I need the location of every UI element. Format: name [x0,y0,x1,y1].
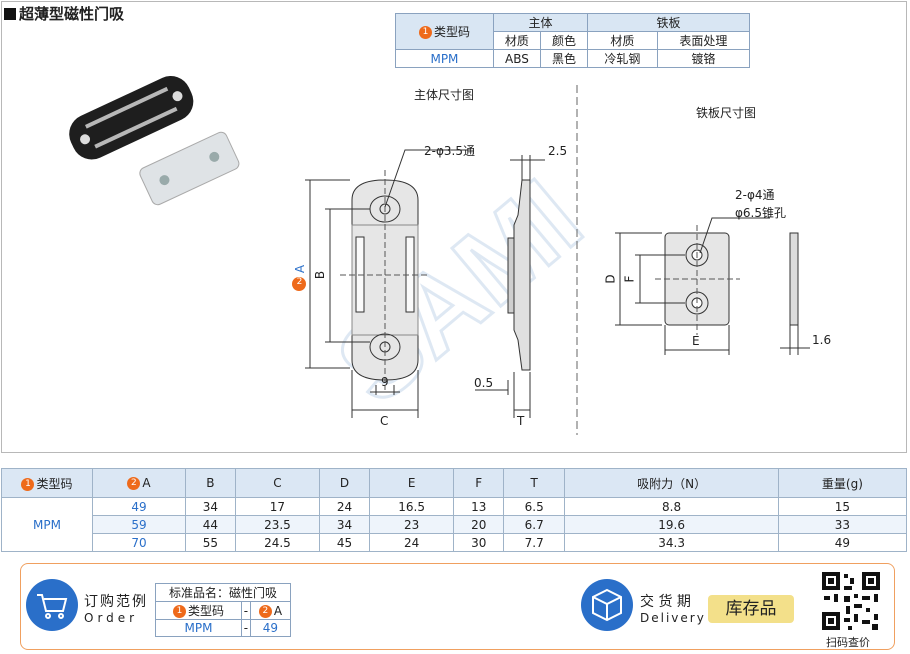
spec-cell: ABS [492,49,541,68]
delivery-title-en: Delivery [640,611,706,625]
dim-1-6-label: 1.6 [812,333,832,347]
order-dash: - [241,619,251,637]
order-dash: - [241,601,251,620]
table-cell: 34 [185,497,236,516]
table-cell: 23 [368,515,455,534]
table-cell: 6.7 [503,515,566,534]
main-hole-label: 2-φ3.5通 [424,144,475,158]
dim-e-label: E [692,334,700,348]
title-square-icon [4,7,16,20]
table-cell: 23.5 [234,515,321,534]
dim-d-label: D [603,274,618,284]
dim-2-5-label: 2.5 [548,144,568,158]
table-cell: 59 [92,515,186,534]
table-cell: 6.5 [503,497,566,516]
spec-cell: 冷轧钢 [587,49,658,68]
table-cell: 19.6 [564,515,779,534]
table-cell: 8.8 [564,497,779,516]
dim-header: B [185,468,236,498]
table-cell: 24 [319,497,370,516]
dim-b-label: B [313,270,328,280]
dim-header: T [503,468,566,498]
dim-t-label: T [517,414,525,428]
table-cell: 24.5 [234,533,321,552]
table-cell: 30 [453,533,505,552]
table-cell: 33 [777,515,908,534]
spec-group-iron: 铁板 [587,13,750,32]
spec-cell: 镀铬 [656,49,751,68]
plate-hole-label-1: 2-φ4通 [735,188,775,202]
table-cell: 70 [92,533,186,552]
order-section [20,563,895,650]
table-cell: 16.5 [368,497,455,516]
table-cell: 45 [319,533,370,552]
spec-code: MPM [395,49,494,68]
in-stock-badge[interactable]: 库存品 [708,595,794,623]
iron-plate-drawing-title: 铁板尺寸图 [696,106,757,120]
drawing-num2-badge: 2 [296,277,303,287]
dim-header: 重量(g) [777,468,908,498]
plate-hole-label-2: φ6.5锥孔 [735,206,787,220]
dim-header: C [234,468,321,498]
dim-f-label: F [622,275,637,283]
product-photo [69,75,240,206]
cart-icon [26,579,78,631]
table-cell: 15 [777,497,908,516]
dim-header: D [319,468,370,498]
dim-a-label: A [293,264,308,274]
dim-9-label: 9 [381,375,389,389]
table-cell: 17 [234,497,321,516]
table-cell: 34 [319,515,370,534]
table-cell: 24 [368,533,455,552]
table-cell: 34.3 [564,533,779,552]
table-cell: 44 [185,515,236,534]
main-body-drawing-title: 主体尺寸图 [414,88,475,102]
order-std-name: 标准品名：磁性门吸 [155,583,291,602]
order-title-en: Order [84,611,139,625]
qr-code-label: 扫码查价 [826,636,870,649]
technical-drawing [292,85,810,435]
page-title: 超薄型磁性门吸 [4,3,124,24]
qr-code-icon[interactable] [820,570,882,632]
order-value: 49 [249,619,292,637]
delivery-title-cn: 交 货 期 [640,594,691,610]
dim-0-5-label: 0.5 [474,376,494,390]
dim-header: E [368,468,455,498]
table-cell: 55 [185,533,236,552]
table-cell: 7.7 [503,533,566,552]
order-code: MPM [154,619,243,637]
spec-cell: 黑色 [539,49,589,68]
order-title-cn: 订购范例 [84,594,148,610]
dim-c-label: C [380,414,389,428]
dim-header: 吸附力（N） [564,468,779,498]
dim-header: F [453,468,505,498]
table-cell: 20 [453,515,505,534]
table-cell: 13 [453,497,505,516]
table-cell: 49 [92,497,186,516]
table-cell: 49 [777,533,908,552]
top-frame [1,1,907,453]
delivery-box-icon [581,579,633,631]
dim-type-code: MPM [1,497,93,552]
